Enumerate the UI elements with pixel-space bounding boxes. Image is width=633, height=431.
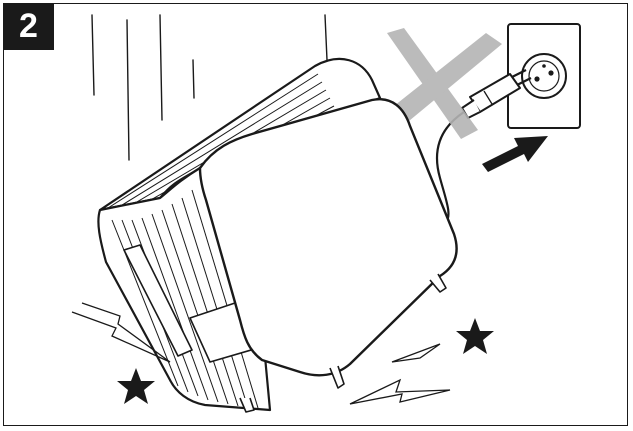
- wall-socket-icon: [508, 24, 580, 128]
- impact-zigzag-icon: [350, 380, 450, 404]
- impact-zigzag-icon: [392, 344, 440, 362]
- star-icon: [117, 368, 155, 404]
- device-icon: [98, 59, 456, 412]
- star-icon: [456, 318, 494, 354]
- direction-arrow-icon: [482, 136, 548, 172]
